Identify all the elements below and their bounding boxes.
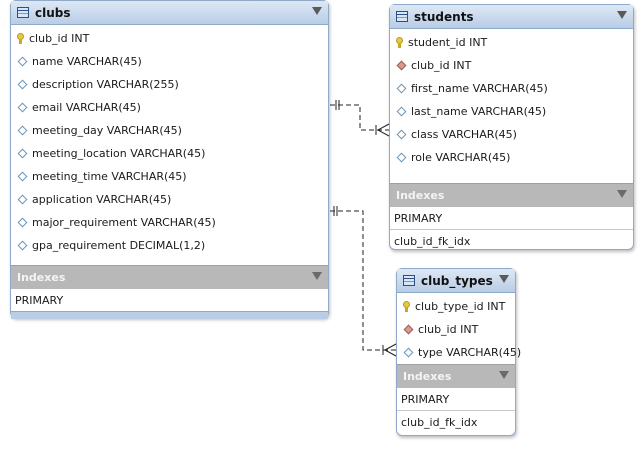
index-label: club_id_fk_idx (394, 234, 471, 248)
column-row[interactable]: type VARCHAR(45) (397, 341, 521, 364)
relationship-connector (330, 210, 396, 351)
relationship-clubs-club-types[interactable] (330, 206, 397, 357)
crows-foot-mark (384, 343, 397, 351)
collapse-triangle-icon[interactable] (617, 190, 627, 198)
column-row[interactable]: club_id INT (397, 318, 515, 341)
column-row[interactable]: email VARCHAR(45) (11, 96, 328, 119)
indexes-header[interactable]: Indexes (390, 183, 633, 207)
table-icon (403, 275, 415, 286)
column-label: club_type_id INT (415, 300, 506, 313)
column-row[interactable]: name VARCHAR(45) (11, 50, 328, 73)
column-row[interactable]: description VARCHAR(255) (11, 73, 328, 96)
table-icon (396, 11, 408, 22)
collapse-triangle-icon[interactable] (499, 275, 509, 283)
index-label: club_id_fk_idx (401, 415, 478, 429)
column-row[interactable]: role VARCHAR(45) (390, 146, 633, 169)
column-row[interactable]: club_id INT (11, 27, 328, 50)
relationship-clubs-students[interactable] (330, 100, 390, 137)
column-row[interactable]: club_id INT (390, 54, 633, 77)
table-clubs[interactable]: clubs club_id INT name VARCHAR(45) descr… (10, 0, 329, 319)
crows-foot-mark (377, 129, 390, 137)
index-row[interactable]: PRIMARY (390, 207, 633, 230)
column-label: student_id INT (408, 36, 488, 49)
column-label: description VARCHAR(255) (32, 78, 179, 91)
collapse-triangle-icon[interactable] (312, 272, 322, 280)
index-list: PRIMARY club_id_fk_idx (390, 207, 633, 252)
column-row[interactable]: application VARCHAR(45) (11, 188, 328, 211)
column-label: name VARCHAR(45) (32, 55, 142, 68)
column-label: meeting_day VARCHAR(45) (32, 124, 182, 137)
column-label: role VARCHAR(45) (411, 151, 511, 164)
crows-foot-mark (377, 123, 390, 131)
collapse-triangle-icon[interactable] (499, 371, 509, 379)
table-title: club_types (421, 273, 493, 288)
column-label: meeting_time VARCHAR(45) (32, 170, 187, 183)
table-icon (17, 7, 29, 18)
table-header[interactable]: clubs (11, 1, 328, 25)
relationship-connector (330, 104, 389, 131)
column-label: class VARCHAR(45) (411, 128, 517, 141)
column-row[interactable]: major_requirement VARCHAR(45) (11, 211, 328, 234)
index-row[interactable]: club_id_fk_idx (397, 411, 515, 433)
table-header[interactable]: club_types (397, 269, 515, 293)
index-row[interactable]: club_id_fk_idx (390, 230, 633, 252)
column-row[interactable]: first_name VARCHAR(45) (390, 77, 633, 100)
index-list: PRIMARY club_id_fk_idx (397, 388, 515, 433)
column-list: club_type_id INT club_id INT type VARCHA… (397, 293, 521, 364)
column-label: club_id INT (418, 323, 479, 336)
column-row[interactable]: meeting_location VARCHAR(45) (11, 142, 328, 165)
column-label: gpa_requirement DECIMAL(1,2) (32, 239, 206, 252)
index-list: PRIMARY (11, 289, 328, 311)
index-row[interactable]: PRIMARY (397, 388, 515, 411)
column-label: club_id INT (29, 32, 90, 45)
primary-key-icon (17, 33, 24, 44)
index-label: PRIMARY (15, 293, 64, 307)
collapse-triangle-icon[interactable] (617, 11, 627, 19)
column-row[interactable]: last_name VARCHAR(45) (390, 100, 633, 123)
indexes-header[interactable]: Indexes (397, 364, 515, 388)
column-row[interactable]: meeting_time VARCHAR(45) (11, 165, 328, 188)
column-label: application VARCHAR(45) (32, 193, 172, 206)
column-row[interactable]: gpa_requirement DECIMAL(1,2) (11, 234, 328, 257)
indexes-label: Indexes (403, 370, 452, 383)
column-list: club_id INT name VARCHAR(45) description… (11, 25, 328, 257)
table-students[interactable]: students student_id INT club_id INT firs… (389, 4, 634, 250)
column-label: email VARCHAR(45) (32, 101, 141, 114)
index-label: PRIMARY (394, 211, 443, 225)
table-header[interactable]: students (390, 5, 633, 29)
column-row[interactable]: club_type_id INT (397, 295, 515, 318)
index-row[interactable]: PRIMARY (11, 289, 328, 311)
indexes-header[interactable]: Indexes (11, 265, 328, 289)
crows-foot-mark (384, 349, 397, 357)
column-list: student_id INT club_id INT first_name VA… (390, 29, 633, 169)
table-title: students (414, 9, 474, 24)
index-label: PRIMARY (401, 392, 450, 406)
indexes-label: Indexes (396, 189, 445, 202)
table-club-types[interactable]: club_types club_type_id INT club_id INT … (396, 268, 521, 436)
column-label: type VARCHAR(45) (418, 346, 522, 359)
primary-key-icon (396, 37, 403, 48)
column-label: last_name VARCHAR(45) (411, 105, 547, 118)
column-row[interactable]: class VARCHAR(45) (390, 123, 633, 146)
indexes-label: Indexes (17, 271, 66, 284)
column-row[interactable]: meeting_day VARCHAR(45) (11, 119, 328, 142)
column-label: first_name VARCHAR(45) (411, 82, 548, 95)
column-label: meeting_location VARCHAR(45) (32, 147, 206, 160)
collapse-triangle-icon[interactable] (312, 7, 322, 15)
column-row[interactable]: student_id INT (390, 31, 633, 54)
table-title: clubs (35, 5, 71, 20)
primary-key-icon (403, 301, 410, 312)
column-label: major_requirement VARCHAR(45) (32, 216, 216, 229)
table-footer (11, 311, 328, 319)
column-label: club_id INT (411, 59, 472, 72)
